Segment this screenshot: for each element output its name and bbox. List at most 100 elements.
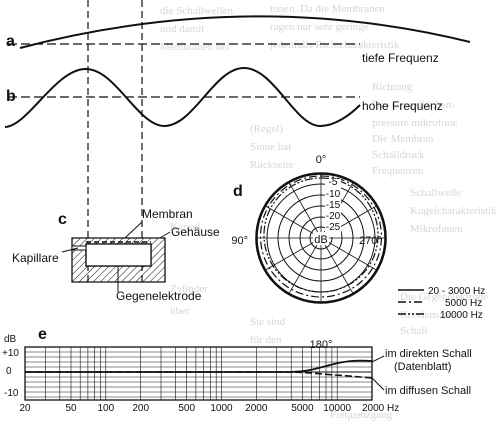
- bg-text: Schall: [400, 325, 428, 337]
- polar-spoke: [264, 237, 322, 271]
- x-tick-label: 200: [132, 403, 149, 414]
- polar-spoke: [288, 237, 322, 295]
- y-tick-label: 0: [6, 366, 12, 377]
- label-d: d: [233, 183, 243, 200]
- response-unit-label: dB: [4, 334, 17, 345]
- legend-label: 10000 Hz: [440, 310, 483, 321]
- diffuse-sound-label: im diffusen Schall: [385, 385, 471, 397]
- diffuse-leader: [371, 377, 385, 391]
- bg-text: Kugelcharakteristik: [410, 205, 497, 217]
- bg-text: Schalldruck: [372, 149, 425, 161]
- bg-text: ragen nur sehr geringe: [270, 21, 369, 33]
- label-b: b: [6, 88, 16, 105]
- polar-curve-low: [256, 173, 386, 303]
- db-label-backdrop: [313, 232, 329, 245]
- x-tick-label: 5000: [291, 403, 314, 414]
- polar-legend: 20 - 3000 Hz 5000 Hz 10000 Hz: [398, 286, 485, 321]
- capillary-channel: [71, 245, 87, 251]
- diffuse-sound-curve: [25, 371, 373, 379]
- bg-text: Frequenzgang: [330, 409, 393, 421]
- angle-label-180: 180°: [310, 339, 333, 351]
- bg-text: Richtung: [372, 81, 413, 93]
- bg-text: Kapsel: [170, 221, 201, 233]
- bg-text: pressure mikrofone: [372, 117, 457, 129]
- label-e: e: [38, 326, 47, 343]
- housing-label: Gehäuse: [171, 225, 220, 239]
- polar-spoke: [264, 205, 322, 239]
- section-e: e dB +10 0 -10 20 50 100 200 500 1000 2000 5000…: [2, 326, 472, 414]
- bg-text: jedenfalls Richtcharakteristik: [269, 39, 400, 51]
- label-c: c: [58, 211, 67, 228]
- bg-text: die Schallwellen: [160, 5, 234, 17]
- capsule-cavity: [85, 243, 152, 267]
- low-frequency-label: tiefe Frequenz: [362, 51, 439, 65]
- bg-text: Die Membran: [372, 133, 434, 145]
- direct-sound-label: im direkten Schall: [385, 348, 472, 360]
- polar-spoke: [320, 237, 378, 271]
- bg-text: Sinne hat: [250, 141, 291, 153]
- background-text: tonen. Da die Membranen ragen nur sehr g…: [160, 3, 497, 421]
- capillary-label: Kapillare: [12, 251, 59, 265]
- polar-curve-10000: [263, 177, 379, 293]
- capillary-leader: [61, 247, 79, 253]
- x-tick-label: 20: [19, 403, 31, 414]
- polar-spokes: [256, 173, 386, 303]
- x-tick-label: 50: [65, 403, 77, 414]
- high-frequency-wave: [4, 66, 361, 128]
- membrane-label: Membran: [142, 207, 193, 221]
- polar-spoke: [288, 181, 322, 239]
- bg-text: Kondensator: [400, 309, 457, 321]
- ring-label: -10: [326, 189, 341, 200]
- x-tick-label: 2000: [245, 403, 268, 414]
- bg-text: über: [170, 305, 190, 317]
- x-tick-label: 500: [178, 403, 195, 414]
- label-a: a: [6, 33, 15, 50]
- angle-label-90: 90°: [231, 235, 248, 247]
- direct-leader: [371, 355, 385, 363]
- bg-text: (Regel): [250, 123, 283, 135]
- bg-text: Membranen bei: [160, 41, 229, 53]
- bg-text: für den: [250, 334, 282, 346]
- bg-text: Das Grenzflächen-: [372, 99, 455, 111]
- angle-label-270: 270°: [359, 235, 382, 247]
- ring-label: -15: [326, 200, 341, 211]
- x-tick-label: 100: [97, 403, 114, 414]
- section-c: c Membran Gehäuse Kapillare Gegenelektro…: [12, 207, 220, 303]
- direct-sound-sublabel: (Datenblatt): [394, 361, 451, 373]
- direct-sound-curve: [25, 359, 373, 373]
- polar-spoke: [320, 237, 354, 295]
- polar-curve-5000: [259, 175, 383, 298]
- legend-label: 20 - 3000 Hz: [428, 286, 485, 297]
- ring-label: -20: [326, 211, 341, 222]
- bg-text: Frequenzen: [372, 165, 424, 177]
- y-tick-label: -10: [4, 388, 19, 399]
- bg-text: Schallwelle: [410, 187, 461, 199]
- ring-label: -5: [329, 177, 338, 188]
- guide-lines: [87, 0, 143, 282]
- bg-text: Rückseite: [250, 159, 293, 171]
- housing-leader: [159, 231, 171, 239]
- bg-text: Die Gegenelektrode: [400, 291, 488, 303]
- bg-text: Mikrofonen: [410, 223, 463, 235]
- section-d: d 0° 270° 180° 90° -5 -10 -15 -20 -25 dB…: [231, 154, 485, 351]
- bg-text: Zylinder: [170, 283, 208, 295]
- section-a: a tiefe Frequenz: [6, 15, 471, 65]
- ring-label: -25: [326, 222, 341, 233]
- section-b: b hohe Frequenz: [4, 66, 443, 128]
- bg-text: tonen. Da die Membranen: [270, 3, 385, 15]
- legend-label: 5000 Hz: [445, 298, 482, 309]
- bg-text: Sie sind: [250, 316, 286, 328]
- y-tick-label: +10: [2, 348, 19, 359]
- low-frequency-wave: [19, 15, 471, 49]
- bg-text: und damit: [160, 23, 204, 35]
- polar-unit-label: dB: [314, 234, 327, 246]
- high-frequency-label: hohe Frequenz: [362, 99, 443, 113]
- x-tick-label: 2000 Hz: [362, 403, 399, 414]
- polar-curves: [256, 173, 386, 303]
- response-grid: [24, 346, 373, 401]
- membrane-leader: [124, 221, 143, 239]
- x-tick-label: 1000: [210, 403, 233, 414]
